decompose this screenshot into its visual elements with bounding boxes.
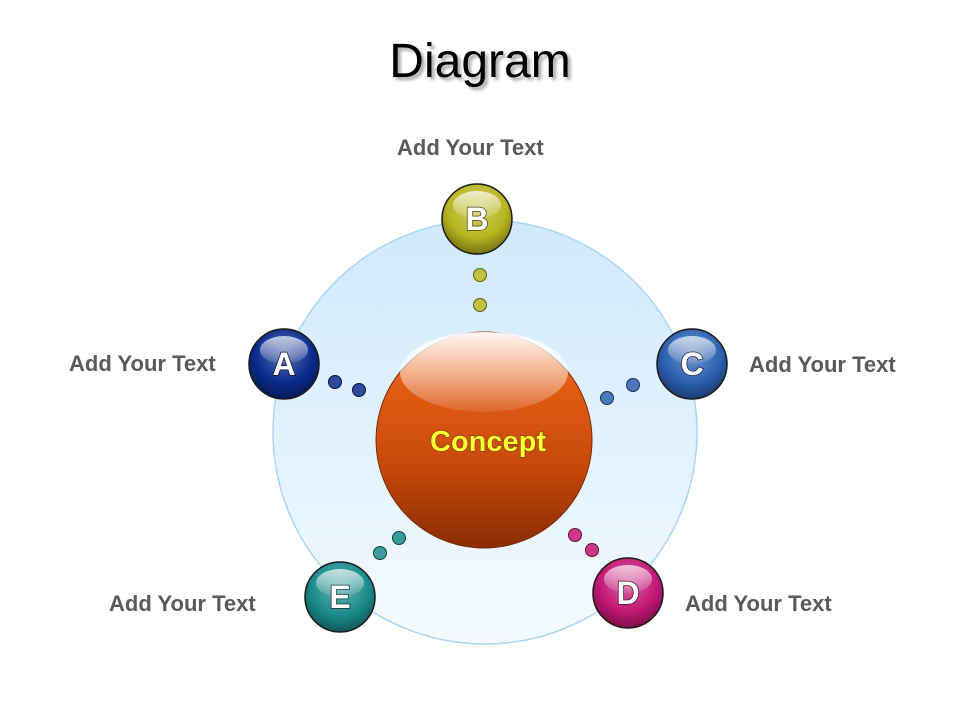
node-a-letter: A (272, 346, 295, 382)
node-c-sphere: C (656, 328, 728, 400)
node-d-text: Add Your Text (685, 591, 832, 616)
node-c-text: Add Your Text (749, 352, 896, 377)
connector-dot-d-2 (585, 543, 599, 557)
node-a-text: Add Your Text (69, 351, 216, 376)
connector-dot-c-1 (626, 378, 640, 392)
node-b-letter: B (465, 201, 488, 237)
node-e-text: Add Your Text (109, 591, 256, 616)
node-d-sphere: D (592, 557, 664, 629)
node-e-sphere: E (304, 561, 376, 633)
node-c-letter: C (680, 346, 703, 382)
node-d-letter: D (616, 575, 639, 611)
concept-sphere: Concept (375, 331, 593, 549)
node-e-letter: E (329, 579, 350, 615)
connector-dot-e-1 (392, 531, 406, 545)
connector-dot-a-1 (328, 375, 342, 389)
node-a-sphere: A (248, 328, 320, 400)
connector-dot-b-1 (473, 268, 487, 282)
concept-label: Concept (430, 426, 546, 458)
connector-dot-e-2 (373, 546, 387, 560)
connector-dot-a-2 (352, 383, 366, 397)
connector-dot-c-2 (600, 391, 614, 405)
node-b-text: Add Your Text (397, 135, 544, 160)
connector-dot-b-2 (473, 298, 487, 312)
slide-title: Diagram (389, 35, 571, 88)
connector-dot-d-1 (568, 528, 582, 542)
node-b-sphere: B (441, 183, 513, 255)
